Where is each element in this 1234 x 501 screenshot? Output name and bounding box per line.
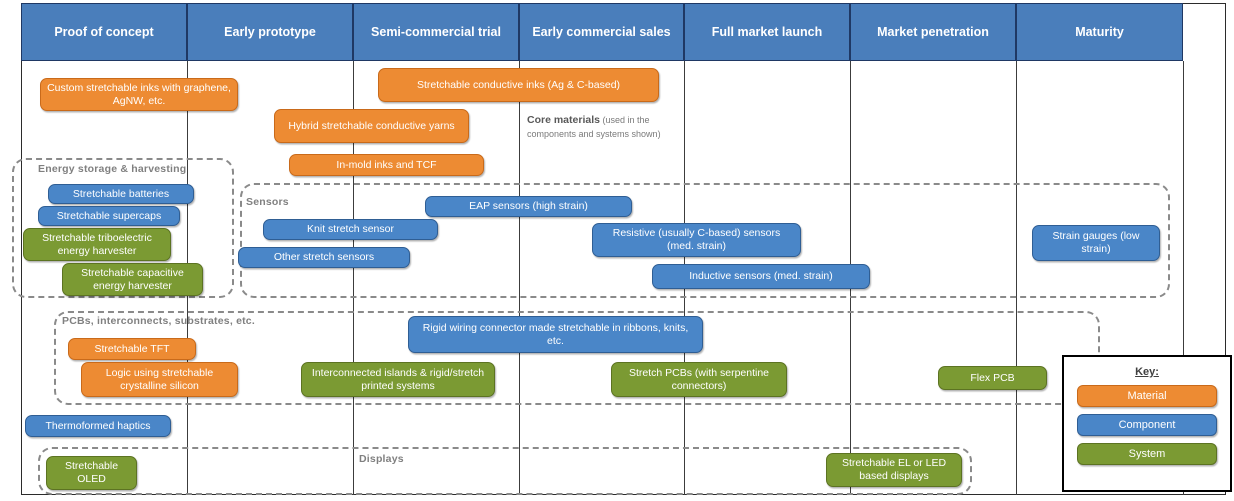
column-divider-6 [1016, 61, 1017, 495]
node-other-stretch-sensors[interactable]: Other stretch sensors [238, 247, 410, 268]
node-label: Stretchable triboelectric energy harvest… [42, 231, 152, 257]
stage-header-market-penetration: Market penetration [850, 3, 1016, 61]
node-label: Inductive sensors (med. strain) [689, 270, 833, 283]
node-label: Other stretch sensors [273, 251, 375, 264]
node-label: Stretch PCBs (with serpentine connectors… [628, 366, 770, 392]
node-label: Stretchable EL or LED based displays [841, 457, 947, 482]
column-divider-2 [353, 61, 354, 495]
group-energy-storage-harvesting [12, 158, 234, 298]
node-label: Logic using stretchable crystalline sili… [105, 366, 214, 392]
node-stretchable-el-led-displays[interactable]: Stretchable EL or LED based displays [826, 453, 962, 487]
legend-item-material: Material [1077, 385, 1217, 407]
node-label: Rigid wiring connector made stretchable … [422, 321, 689, 347]
node-label: Knit stretch sensor [307, 223, 394, 236]
node-label: Thermoformed haptics [45, 419, 151, 432]
node-rigid-wiring-connector[interactable]: Rigid wiring connector made stretchable … [408, 316, 703, 353]
legend-label: Material [1127, 390, 1167, 402]
node-logic-stretchable-crystalline-silicon[interactable]: Logic using stretchable crystalline sili… [81, 362, 238, 397]
legend-title: Key: [1135, 366, 1159, 378]
node-stretchable-triboelectric-harvester[interactable]: Stretchable triboelectric energy harvest… [23, 228, 171, 261]
node-inductive-sensors[interactable]: Inductive sensors (med. strain) [652, 264, 870, 289]
stage-header-label: Market penetration [877, 24, 989, 39]
node-hybrid-stretchable-conductive-yarns[interactable]: Hybrid stretchable conductive yarns [274, 109, 469, 143]
legend-label: System [1128, 448, 1166, 460]
node-in-mold-inks-tcf[interactable]: In-mold inks and TCF [289, 154, 484, 176]
group-displays [38, 447, 972, 495]
node-label: Resistive (usually C-based) sensors (med… [612, 227, 781, 252]
node-eap-sensors[interactable]: EAP sensors (high strain) [425, 196, 632, 217]
node-stretchable-conductive-inks[interactable]: Stretchable conductive inks (Ag & C-base… [378, 68, 659, 102]
legend-label: Component [1118, 419, 1176, 431]
stage-header-early-prototype: Early prototype [187, 3, 353, 61]
node-label: Stretchable conductive inks (Ag & C-base… [416, 78, 621, 91]
node-label: Interconnected islands & rigid/stretch p… [311, 366, 485, 392]
node-label: Stretchable capacitive energy harvester [81, 266, 184, 292]
node-interconnected-islands[interactable]: Interconnected islands & rigid/stretch p… [301, 362, 495, 397]
stage-header-semi-commercial-trial: Semi-commercial trial [353, 3, 519, 61]
stage-header-full-market-launch: Full market launch [684, 3, 850, 61]
legend-item-system: System [1077, 443, 1217, 465]
stage-header-label: Early commercial sales [532, 24, 671, 39]
node-stretchable-tft[interactable]: Stretchable TFT [68, 338, 196, 360]
node-strain-gauges[interactable]: Strain gauges (low strain) [1032, 225, 1160, 261]
stage-header-early-commercial-sales: Early commercial sales [519, 3, 684, 61]
group-label-energy-storage: Energy storage & harvesting [38, 163, 187, 175]
node-resistive-sensors[interactable]: Resistive (usually C-based) sensors (med… [592, 223, 801, 257]
column-divider-7 [1183, 61, 1184, 495]
stage-header-label: Early prototype [224, 24, 316, 39]
stage-header-label: Semi-commercial trial [371, 24, 501, 39]
stage-header-label: Maturity [1075, 24, 1124, 39]
node-stretchable-batteries[interactable]: Stretchable batteries [48, 184, 194, 204]
group-label-displays: Displays [359, 453, 404, 465]
group-label-sensors: Sensors [246, 196, 289, 208]
node-stretchable-oled[interactable]: Stretchable OLED [46, 456, 137, 490]
legend-item-component: Component [1077, 414, 1217, 436]
node-label: Strain gauges (low strain) [1052, 230, 1140, 255]
node-label: Stretchable supercaps [56, 209, 162, 222]
node-stretch-pcbs[interactable]: Stretch PCBs (with serpentine connectors… [611, 362, 787, 397]
stage-header-row: Proof of concept Early prototype Semi-co… [21, 3, 1183, 61]
node-label: Stretchable OLED [64, 460, 119, 485]
node-label: Custom stretchable inks with graphene, A… [47, 81, 231, 107]
node-thermoformed-haptics[interactable]: Thermoformed haptics [25, 415, 171, 437]
node-label: Stretchable TFT [94, 342, 170, 355]
group-label-pcbs: PCBs, interconnects, substrates, etc. [62, 315, 255, 327]
node-label: Stretchable batteries [72, 187, 170, 200]
stage-header-label: Proof of concept [54, 24, 154, 39]
node-stretchable-capacitive-harvester[interactable]: Stretchable capacitive energy harvester [62, 263, 203, 296]
node-label: EAP sensors (high strain) [469, 200, 588, 213]
node-label: In-mold inks and TCF [336, 158, 437, 171]
node-custom-stretchable-inks[interactable]: Custom stretchable inks with graphene, A… [40, 78, 238, 111]
stage-header-maturity: Maturity [1016, 3, 1183, 61]
core-materials-annotation-text: (used in the components and systems show… [527, 115, 661, 140]
column-divider-3 [519, 61, 520, 495]
node-label: Hybrid stretchable conductive yarns [288, 119, 455, 132]
node-stretchable-supercaps[interactable]: Stretchable supercaps [38, 206, 180, 226]
legend-key: Key: Material Component System [1062, 355, 1232, 492]
node-label: Flex PCB [970, 371, 1015, 384]
core-materials-annotation: Core materials (used in the components a… [527, 113, 662, 141]
group-sensors [240, 183, 1170, 298]
stage-header-label: Full market launch [711, 24, 823, 39]
core-materials-annotation-title: Core materials [527, 114, 600, 126]
node-flex-pcb[interactable]: Flex PCB [938, 366, 1047, 390]
stage-header-proof-of-concept: Proof of concept [21, 3, 187, 61]
node-knit-stretch-sensor[interactable]: Knit stretch sensor [263, 219, 438, 240]
